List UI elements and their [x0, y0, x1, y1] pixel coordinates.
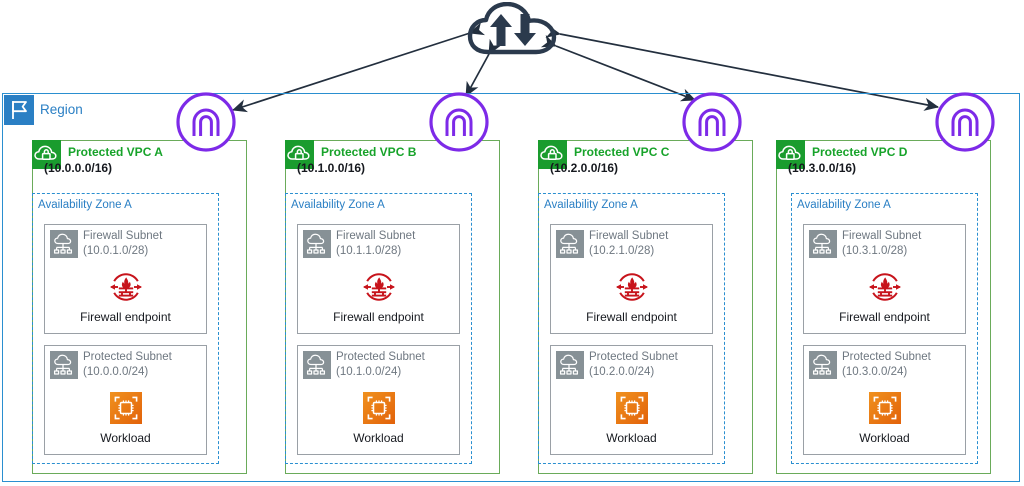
- protected-subnet-card-a: Protected Subnet (10.0.0.0/24): [44, 345, 207, 455]
- protected-subnet-card-b: Protected Subnet (10.1.0.0/24): [297, 345, 460, 455]
- vpc-title-b: Protected VPC B: [321, 145, 417, 159]
- firewall-endpoint-label-b: Firewall endpoint: [333, 310, 424, 324]
- protected-vpc-icon: [538, 140, 567, 169]
- availability-zone-label-b: Availability Zone A: [291, 199, 385, 211]
- availability-zone-a-3: [538, 193, 725, 464]
- availability-zone-a-2: [285, 193, 472, 464]
- subnet-cidr-protected-d: (10.3.0.0/24): [842, 366, 908, 378]
- subnet-name-protected-c: Protected Subnet: [589, 351, 678, 363]
- subnet-name-firewall-d: Firewall Subnet: [842, 230, 922, 242]
- availability-zone-label-d: Availability Zone A: [797, 199, 891, 211]
- firewall-subnet-card-a: Firewall Subnet (10.0.1.0/28): [44, 224, 207, 334]
- vpc-cidr-b: (10.1.0.0/16): [297, 161, 366, 175]
- firewall-endpoint-icon: [108, 269, 144, 305]
- subnet-cidr-firewall-b: (10.1.1.0/28): [336, 245, 402, 257]
- region-label: Region: [40, 102, 83, 117]
- subnet-cidr-firewall-c: (10.2.1.0/28): [589, 245, 655, 257]
- availability-zone-a-4: [791, 193, 978, 464]
- firewall-endpoint-label-d: Firewall endpoint: [839, 310, 930, 324]
- availability-zone-label-a: Availability Zone A: [38, 199, 132, 211]
- subnet-icon: [556, 230, 584, 258]
- nat-gateway-icon-b: [428, 91, 490, 153]
- nat-gateway-icon-a: [175, 91, 237, 153]
- subnet-name-protected-b: Protected Subnet: [336, 351, 425, 363]
- workload-label-d: Workload: [859, 431, 910, 445]
- cloud-up-down-arrows-icon: [467, 1, 557, 55]
- workload-label-a: Workload: [100, 431, 151, 445]
- subnet-icon: [50, 230, 78, 258]
- protected-vpc-icon: [776, 140, 805, 169]
- protected-vpc-icon: [285, 140, 314, 169]
- subnet-icon: [809, 351, 837, 379]
- vpc-cidr-d: (10.3.0.0/16): [788, 161, 857, 175]
- protected-vpc-icon: [32, 140, 61, 169]
- subnet-icon: [556, 351, 584, 379]
- subnet-name-firewall-b: Firewall Subnet: [336, 230, 416, 242]
- subnet-icon: [809, 230, 837, 258]
- firewall-endpoint-icon: [614, 269, 650, 305]
- subnet-icon: [50, 351, 78, 379]
- workload-icon: [868, 392, 901, 424]
- region-boundary: [2, 93, 1020, 482]
- subnet-name-protected-d: Protected Subnet: [842, 351, 931, 363]
- vpc-cidr-a: (10.0.0.0/16): [44, 161, 113, 175]
- subnet-cidr-protected-a: (10.0.0.0/24): [83, 366, 149, 378]
- vpc-boundary-d: [776, 140, 991, 474]
- firewall-subnet-card-d: Firewall Subnet (10.3.1.0/28): [803, 224, 966, 334]
- protected-subnet-card-d: Protected Subnet (10.3.0.0/24): [803, 345, 966, 455]
- vpc-title-d: Protected VPC D: [812, 145, 908, 159]
- nat-gateway-icon-c: [681, 91, 743, 153]
- subnet-cidr-protected-c: (10.2.0.0/24): [589, 366, 655, 378]
- workload-icon: [109, 392, 142, 424]
- availability-zone-a-1: [32, 193, 219, 464]
- firewall-endpoint-label-c: Firewall endpoint: [586, 310, 677, 324]
- internet-cloud-node: [466, 1, 558, 66]
- region-flag-icon: [4, 95, 34, 125]
- availability-zone-label-c: Availability Zone A: [544, 199, 638, 211]
- nat-gateway-icon-d: [934, 91, 996, 153]
- subnet-cidr-firewall-d: (10.3.1.0/28): [842, 245, 908, 257]
- firewall-subnet-card-b: Firewall Subnet (10.1.1.0/28): [297, 224, 460, 334]
- workload-label-b: Workload: [353, 431, 404, 445]
- subnet-name-protected-a: Protected Subnet: [83, 351, 172, 363]
- firewall-subnet-card-c: Firewall Subnet (10.2.1.0/28): [550, 224, 713, 334]
- subnet-name-firewall-a: Firewall Subnet: [83, 230, 163, 242]
- protected-subnet-card-c: Protected Subnet (10.2.0.0/24): [550, 345, 713, 455]
- vpc-cidr-c: (10.2.0.0/16): [550, 161, 619, 175]
- subnet-cidr-firewall-a: (10.0.1.0/28): [83, 245, 149, 257]
- subnet-name-firewall-c: Firewall Subnet: [589, 230, 669, 242]
- firewall-endpoint-icon: [867, 269, 903, 305]
- arrow-cloud-gateway-c: [540, 34, 696, 102]
- workload-icon: [615, 392, 648, 424]
- firewall-endpoint-label-a: Firewall endpoint: [80, 310, 171, 324]
- subnet-cidr-protected-b: (10.1.0.0/24): [336, 366, 402, 378]
- subnet-icon: [303, 351, 331, 379]
- workload-icon: [362, 392, 395, 424]
- vpc-title-c: Protected VPC C: [574, 145, 670, 159]
- firewall-endpoint-icon: [361, 269, 397, 305]
- subnet-icon: [303, 230, 331, 258]
- vpc-title-a: Protected VPC A: [68, 145, 163, 159]
- workload-label-c: Workload: [606, 431, 657, 445]
